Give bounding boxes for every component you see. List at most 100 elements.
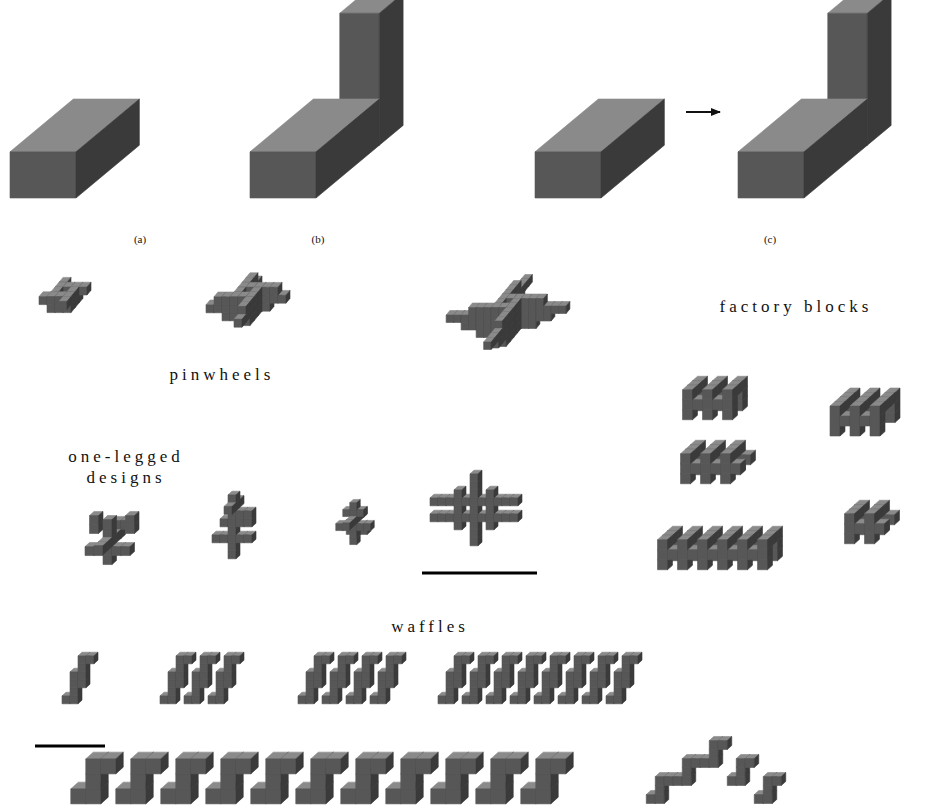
block-front-face [200,664,208,672]
block-front-face [278,295,286,303]
block-side-face [76,99,139,198]
block-front-face [693,400,703,410]
block-front-face [184,696,192,704]
block-front-face [688,551,698,561]
block-front-face [678,540,688,550]
block-side-face [875,509,880,524]
block-front-face [47,297,55,305]
block-side-face [614,652,618,664]
block-side-face [87,282,91,295]
block-side-face [880,505,885,520]
block-front-face [478,514,486,522]
block-front-face [709,750,718,759]
block-front-face [378,680,386,688]
block-front-face [885,413,895,423]
block-side-face [94,652,98,664]
block-side-face [316,99,379,198]
block-side-face [99,511,104,524]
block-side-face [895,510,900,525]
block-front-face [521,789,536,804]
block-front-face [454,664,462,672]
block-front-face [558,696,566,704]
block-front-face [446,514,454,522]
block-front-face [478,498,486,506]
transition-arrow [686,111,720,113]
block-front-face [494,514,502,522]
block-front-face [70,688,78,696]
block-front-face [168,688,176,696]
block-front-face [90,516,99,525]
cube-design [658,526,783,570]
block-front-face [470,538,478,546]
block-front-face [721,455,731,465]
block-front-face [542,680,550,688]
block-front-face [518,672,526,680]
block-front-face [470,474,478,482]
block-side-face [566,652,570,664]
block-front-face [614,672,622,680]
block-front-face [700,759,709,768]
block-front-face [306,680,314,688]
block-front-face [311,774,326,789]
block-front-face [658,540,668,550]
block-front-face [701,474,711,484]
block-front-face [370,696,378,704]
block-side-face [379,0,403,145]
block-front-face [476,315,484,323]
block-front-face [126,525,135,534]
block-front-face [176,680,184,688]
block-front-face [736,777,745,786]
block-front-face [462,696,470,704]
block-front-face [758,540,768,550]
block-front-face [855,525,865,535]
block-front-face [446,696,454,704]
block-front-face [478,664,486,672]
block-front-face [461,759,476,774]
block-front-face [222,313,230,321]
block-front-face [558,656,566,664]
block-side-face [566,752,574,774]
block-front-face [314,672,322,680]
block-front-face [238,306,246,314]
block-front-face [703,400,713,410]
block-side-face [754,754,759,767]
block-front-face [338,656,346,664]
block-front-face [176,789,191,804]
block-front-face [356,759,371,774]
block-side-face [506,312,510,324]
block-front-face [160,696,168,704]
block-front-face [78,664,86,672]
block-front-face [386,672,394,680]
block-side-face [673,531,678,546]
group-label: factory blocks [712,296,880,317]
block-front-face [875,525,885,535]
block-front-face [682,759,691,768]
block-side-face [713,385,718,400]
block-front-face [711,465,721,475]
block-front-face [281,759,296,774]
block-front-face [262,287,270,295]
block-side-face [240,652,244,664]
block-front-face [386,680,394,688]
block-side-face [216,652,220,664]
block-front-face [486,514,494,522]
block-front-face [622,656,630,664]
block-front-face [356,789,371,804]
block-front-face [574,656,582,664]
block-side-face [67,297,71,310]
block-front-face [266,789,281,804]
block-front-face [470,506,478,514]
block-front-face [658,550,668,560]
block-front-face [354,672,362,680]
block-front-face [350,531,357,538]
block-front-face [701,455,711,465]
block-side-face [206,752,214,774]
block-front-face [228,535,236,543]
block-front-face [214,305,222,313]
block-front-face [590,696,598,704]
block-front-face [208,656,216,664]
block-front-face [192,696,200,704]
block-front-face [486,506,494,514]
block-front-face [708,551,718,561]
block-side-face [566,302,570,314]
